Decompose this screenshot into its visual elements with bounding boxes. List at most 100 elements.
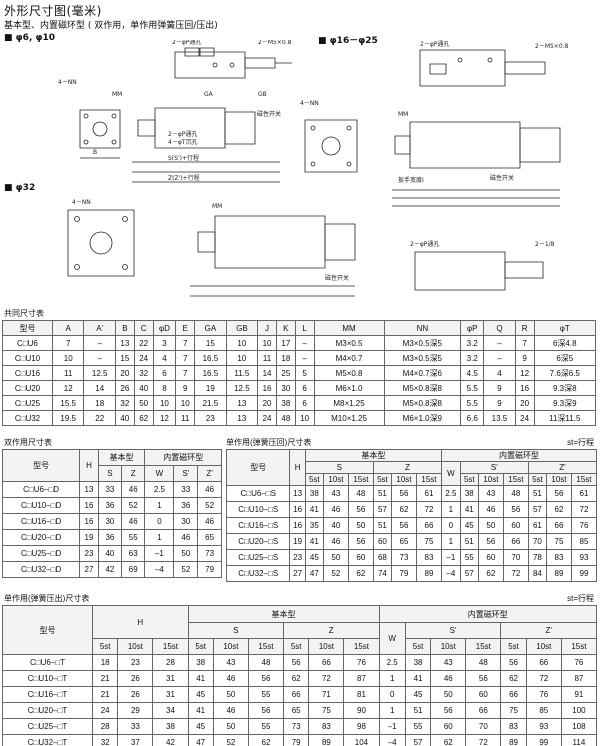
table-cell: 2.5 xyxy=(378,654,406,671)
table-cell: 55 xyxy=(121,529,146,546)
stroke-header: 10st xyxy=(322,473,349,486)
table-cell: 90 xyxy=(343,702,380,719)
table-cell: 15 xyxy=(194,335,227,351)
table-cell: 52 xyxy=(121,497,146,514)
table-cell: 74 xyxy=(372,565,392,582)
table-cell: 0 xyxy=(378,686,406,703)
table-cell: 46 xyxy=(121,513,146,530)
table-cell: 11.5 xyxy=(225,365,259,381)
table-cell: 65 xyxy=(197,529,222,546)
table-cell: 17 xyxy=(275,335,296,351)
column-header: C xyxy=(133,320,154,336)
table-cell: 6深4.8 xyxy=(533,335,597,351)
table-cell: 61 xyxy=(570,485,598,502)
table-cell: 56 xyxy=(502,501,529,518)
header-z-prime: Z' xyxy=(500,622,597,639)
table-cell: 36 xyxy=(97,529,123,546)
table-cell: 66 xyxy=(545,517,572,534)
stroke-header: 15st xyxy=(415,473,442,486)
table-cell: 38 xyxy=(187,654,214,671)
table-cell: 1 xyxy=(144,497,175,514)
table-cell: 3.2 xyxy=(460,350,485,366)
table-cell: 13 xyxy=(225,410,259,426)
table-cell: 79 xyxy=(282,734,310,746)
table-cell: 1 xyxy=(144,529,175,546)
table-cell: 4.5 xyxy=(460,365,485,381)
table-cell: 62 xyxy=(390,501,417,518)
table-cell: C□U16–□D xyxy=(1,513,81,530)
table-cell: 55 xyxy=(247,686,285,703)
table-cell: 55 xyxy=(404,718,432,735)
table-cell: 38 xyxy=(304,485,324,502)
table-cell: 56 xyxy=(247,702,285,719)
section-phi6-10: ■ φ6, φ10 xyxy=(4,33,56,43)
table-cell: 50 xyxy=(173,545,199,562)
table-cell: 73 xyxy=(197,545,222,562)
table-cell: 38 xyxy=(275,395,296,411)
header-model: 型号 xyxy=(1,449,81,482)
table-cell: 83 xyxy=(545,549,572,566)
column-header: GB xyxy=(225,320,259,336)
table-cell: 42 xyxy=(97,561,123,578)
table-cell: 20 xyxy=(114,365,135,381)
table-cell: 75 xyxy=(415,533,442,550)
return-table-caption: 单作用(弹簧压回)尺寸表 xyxy=(226,438,312,447)
stroke-header: 15st xyxy=(152,638,189,655)
table-cell: 22 xyxy=(83,410,116,426)
stroke-header: 5st xyxy=(187,638,214,655)
sub-header: W xyxy=(144,465,175,482)
table-cell: 16.5 xyxy=(194,350,227,366)
stroke-header: 10st xyxy=(308,638,345,655)
label-nn-2: 4－NN xyxy=(300,100,319,107)
table-cell: 21 xyxy=(91,670,119,687)
table-cell: 40 xyxy=(114,410,135,426)
table-cell: 57 xyxy=(404,734,432,746)
column-header: E xyxy=(175,320,196,336)
table-cell: 56 xyxy=(247,670,285,687)
table-cell: –4 xyxy=(440,565,461,582)
header-basic: 基本型 xyxy=(187,605,380,623)
table-cell: 16 xyxy=(514,380,535,396)
header-w: W xyxy=(440,461,461,486)
table-cell: 7 xyxy=(51,335,85,351)
table-cell: 57 xyxy=(527,501,547,518)
table-cell: 11 xyxy=(175,410,196,426)
table-cell: – xyxy=(483,350,516,366)
stroke-header: 15st xyxy=(570,473,598,486)
table-cell: 19 xyxy=(289,533,306,550)
header-z-prime: Z' xyxy=(527,461,598,474)
table-cell: 19.5 xyxy=(51,410,85,426)
table-cell: 13.5 xyxy=(483,410,516,426)
table-cell: 56 xyxy=(465,670,502,687)
table-cell: 48 xyxy=(465,654,502,671)
table-cell: 21.5 xyxy=(194,395,227,411)
label-m5: 2－M5×0.8 xyxy=(258,40,292,46)
table-cell: 1 xyxy=(440,501,461,518)
table-cell: 38 xyxy=(152,718,189,735)
table-cell: – xyxy=(83,350,116,366)
table-cell: 83 xyxy=(500,718,527,735)
table-cell: C□U20–□D xyxy=(1,529,81,546)
table-cell: 52 xyxy=(197,497,222,514)
sub-header: S' xyxy=(173,465,199,482)
table-cell: M4×0.7 xyxy=(313,350,385,366)
table-cell: 36 xyxy=(173,497,199,514)
table-cell: 55 xyxy=(247,718,285,735)
table-cell: 30 xyxy=(173,513,199,530)
table-cell: 50 xyxy=(322,549,349,566)
table-cell: 62 xyxy=(545,501,572,518)
table-cell: 6深5 xyxy=(533,350,597,366)
table-cell: 42 xyxy=(152,734,189,746)
table-cell: 83 xyxy=(415,549,442,566)
table-cell: C□U25 xyxy=(2,395,53,411)
table-cell: 51 xyxy=(459,533,479,550)
header-basic: 基本型 xyxy=(304,449,442,462)
label-nn-3: 4－NN xyxy=(72,199,91,206)
table-cell: 16.5 xyxy=(194,365,227,381)
